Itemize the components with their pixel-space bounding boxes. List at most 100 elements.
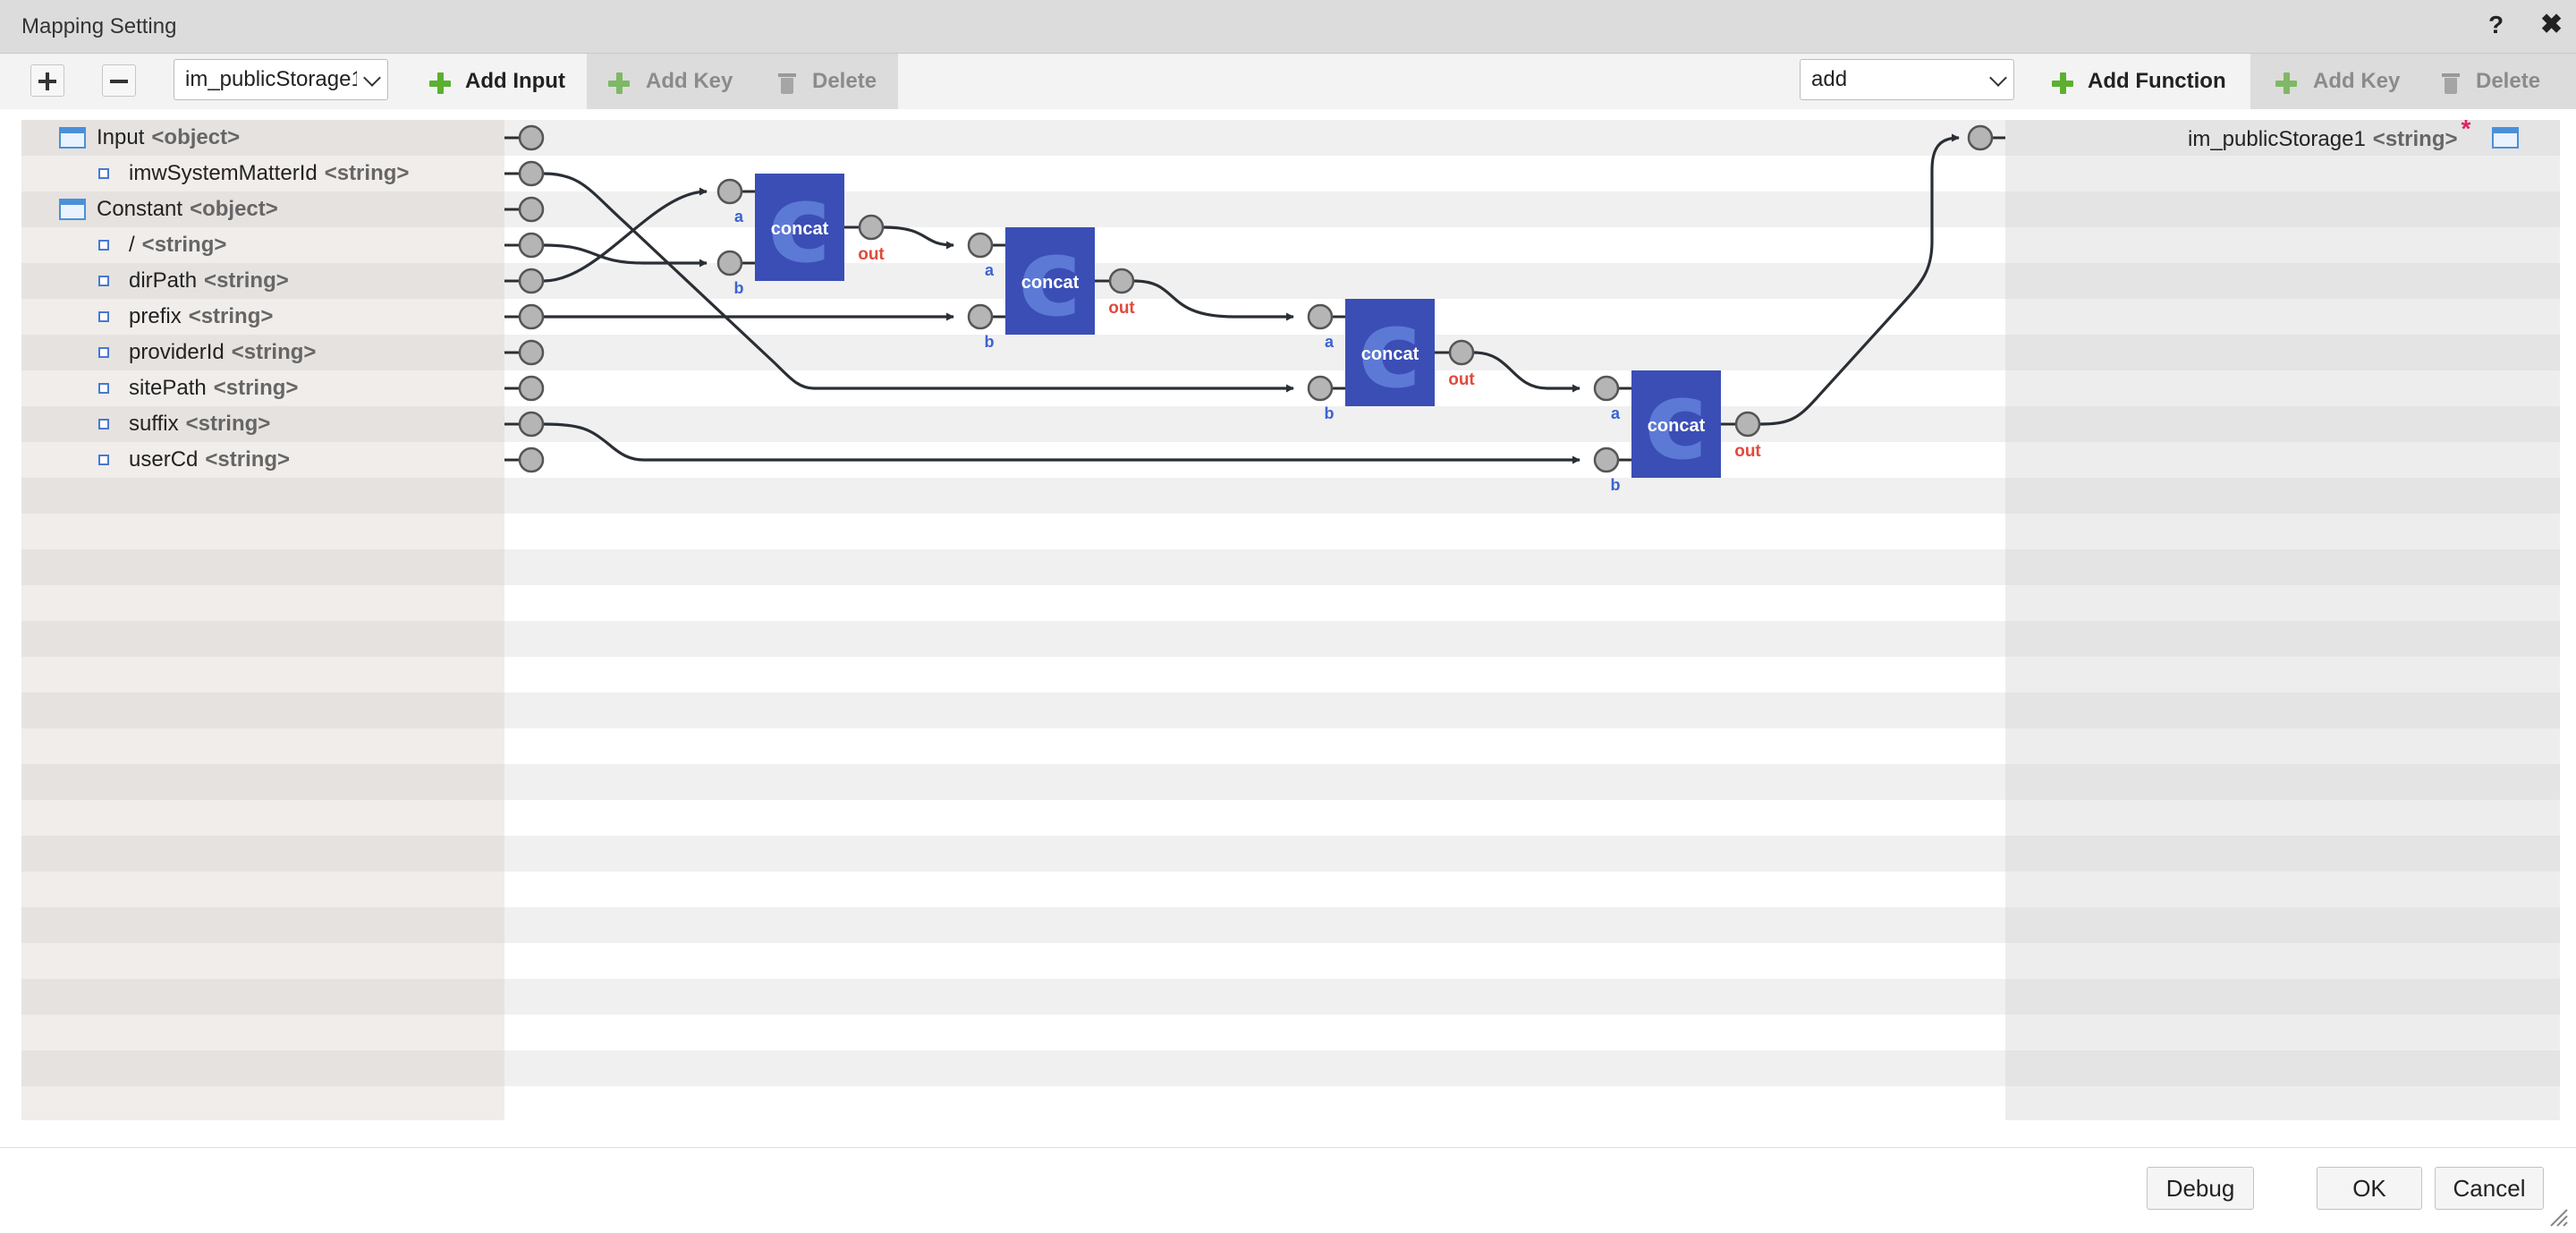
add-icon bbox=[429, 72, 451, 94]
wire-concat1-to-concat2-a bbox=[883, 225, 954, 250]
trash-icon bbox=[2442, 72, 2460, 95]
svg-text:concat: concat bbox=[1648, 416, 1706, 436]
target-tree-panel bbox=[2005, 120, 2560, 1120]
svg-text:a: a bbox=[734, 208, 744, 225]
svg-text:b: b bbox=[1611, 476, 1621, 494]
target-port bbox=[1967, 124, 2005, 151]
port-sitepath bbox=[518, 375, 545, 402]
debug-button[interactable]: Debug bbox=[2147, 1167, 2254, 1210]
concat-glyph-icon: c bbox=[1644, 360, 1707, 484]
svg-text:concat: concat bbox=[1361, 344, 1419, 364]
tree-node-slash[interactable]: /<string> bbox=[98, 227, 226, 263]
string-icon bbox=[98, 419, 109, 429]
svg-text:out: out bbox=[858, 245, 885, 264]
tree-node-input[interactable]: Input<object> bbox=[59, 120, 240, 156]
resize-grip-icon[interactable] bbox=[2547, 1206, 2569, 1228]
tree-node-usercd[interactable]: userCd<string> bbox=[98, 442, 290, 478]
port-slash bbox=[518, 232, 545, 259]
string-icon bbox=[98, 383, 109, 394]
wire-suffix-to-concat4-b bbox=[543, 422, 1580, 464]
add-icon bbox=[608, 72, 630, 94]
node-port-a bbox=[1307, 303, 1334, 330]
function-node-concat-3[interactable]: c concat a b out bbox=[1307, 288, 1475, 422]
object-icon bbox=[2492, 127, 2519, 149]
footer-divider bbox=[0, 1147, 2576, 1148]
string-icon bbox=[98, 240, 109, 251]
tree-node-constant[interactable]: Constant<object> bbox=[59, 191, 278, 227]
add-key-right-button[interactable]: Add Key bbox=[2250, 54, 2429, 109]
port-input bbox=[518, 124, 545, 151]
add-key-left-button[interactable]: Add Key bbox=[587, 54, 757, 109]
wire-concat2-to-concat3-a bbox=[1133, 279, 1294, 321]
window-titlebar: Mapping Setting ? ✖ bbox=[0, 0, 2576, 54]
function-node-concat-4[interactable]: c concat a b out bbox=[1593, 360, 1761, 494]
wire-slash-to-concat1-b bbox=[543, 243, 708, 268]
node-port-b bbox=[967, 303, 994, 330]
svg-text:a: a bbox=[985, 261, 995, 279]
target-node-im-publicstorage1[interactable]: im_publicStorage1<string>* bbox=[2188, 115, 2519, 156]
delete-left-button[interactable]: Delete bbox=[757, 54, 898, 109]
tree-node-suffix[interactable]: suffix<string> bbox=[98, 406, 270, 442]
wire-dirpath-to-concat1-a bbox=[543, 187, 708, 283]
node-port-out bbox=[1108, 268, 1135, 294]
svg-text:b: b bbox=[985, 333, 995, 351]
svg-text:out: out bbox=[1734, 442, 1761, 461]
cancel-button[interactable]: Cancel bbox=[2435, 1167, 2544, 1210]
node-port-a bbox=[716, 178, 743, 205]
string-icon bbox=[98, 276, 109, 286]
add-input-button[interactable]: Add Input bbox=[420, 54, 587, 109]
help-icon[interactable]: ? bbox=[2488, 11, 2504, 38]
string-icon bbox=[98, 347, 109, 358]
node-port-b bbox=[1307, 375, 1334, 402]
function-node-concat-1[interactable]: c concat a b out bbox=[716, 163, 885, 297]
svg-text:out: out bbox=[1448, 370, 1475, 389]
svg-text:a: a bbox=[1325, 333, 1335, 351]
source-ports bbox=[518, 124, 545, 473]
svg-text:a: a bbox=[1611, 404, 1621, 422]
node-port-b bbox=[716, 250, 743, 276]
delete-right-button[interactable]: Delete bbox=[2429, 54, 2576, 109]
collapse-all-button[interactable] bbox=[102, 64, 136, 97]
node-port-a bbox=[967, 232, 994, 259]
port-prefix bbox=[518, 303, 545, 330]
string-icon bbox=[98, 168, 109, 179]
ok-button[interactable]: OK bbox=[2317, 1167, 2422, 1210]
mapping-wires bbox=[543, 133, 1960, 464]
minus-icon bbox=[110, 80, 128, 83]
function-select[interactable]: add bbox=[1800, 59, 2014, 100]
svg-text:concat: concat bbox=[1021, 273, 1080, 293]
port-usercd bbox=[518, 446, 545, 473]
mapping-toolbar: im_publicStorage1 Add Input Add Key Dele… bbox=[0, 54, 2576, 109]
add-function-button[interactable]: Add Function bbox=[2039, 54, 2250, 109]
object-icon bbox=[59, 127, 86, 149]
node-port-out bbox=[858, 214, 885, 241]
port-providerid bbox=[518, 339, 545, 366]
port-imwsystemmatterid bbox=[518, 160, 545, 187]
node-port-out bbox=[1734, 411, 1761, 438]
concat-glyph-icon: c bbox=[1358, 288, 1421, 412]
tree-node-dirpath[interactable]: dirPath<string> bbox=[98, 263, 289, 299]
expand-all-button[interactable] bbox=[30, 64, 64, 97]
concat-glyph-icon: c bbox=[1018, 217, 1081, 341]
string-icon bbox=[98, 311, 109, 322]
port-constant bbox=[518, 196, 545, 223]
tree-node-providerid[interactable]: providerId<string> bbox=[98, 335, 316, 370]
source-select[interactable]: im_publicStorage1 bbox=[174, 59, 388, 100]
svg-text:out: out bbox=[1108, 299, 1135, 318]
close-icon[interactable]: ✖ bbox=[2540, 10, 2563, 39]
tree-node-sitepath[interactable]: sitePath<string> bbox=[98, 370, 298, 406]
tree-node-prefix[interactable]: prefix<string> bbox=[98, 299, 273, 335]
svg-text:b: b bbox=[734, 279, 744, 297]
svg-text:concat: concat bbox=[771, 219, 829, 239]
window-title: Mapping Setting bbox=[21, 14, 177, 38]
string-icon bbox=[98, 455, 109, 465]
add-icon bbox=[2275, 72, 2297, 94]
svg-text:b: b bbox=[1325, 404, 1335, 422]
wire-concat4-to-target bbox=[1759, 133, 1960, 426]
source-tree-panel bbox=[21, 120, 504, 1120]
concat-glyph-icon: c bbox=[767, 163, 831, 287]
tree-node-imwsystemmatterid[interactable]: imwSystemMatterId<string> bbox=[98, 156, 409, 191]
object-icon bbox=[59, 199, 86, 220]
function-node-concat-2[interactable]: c concat a b out bbox=[967, 217, 1135, 351]
